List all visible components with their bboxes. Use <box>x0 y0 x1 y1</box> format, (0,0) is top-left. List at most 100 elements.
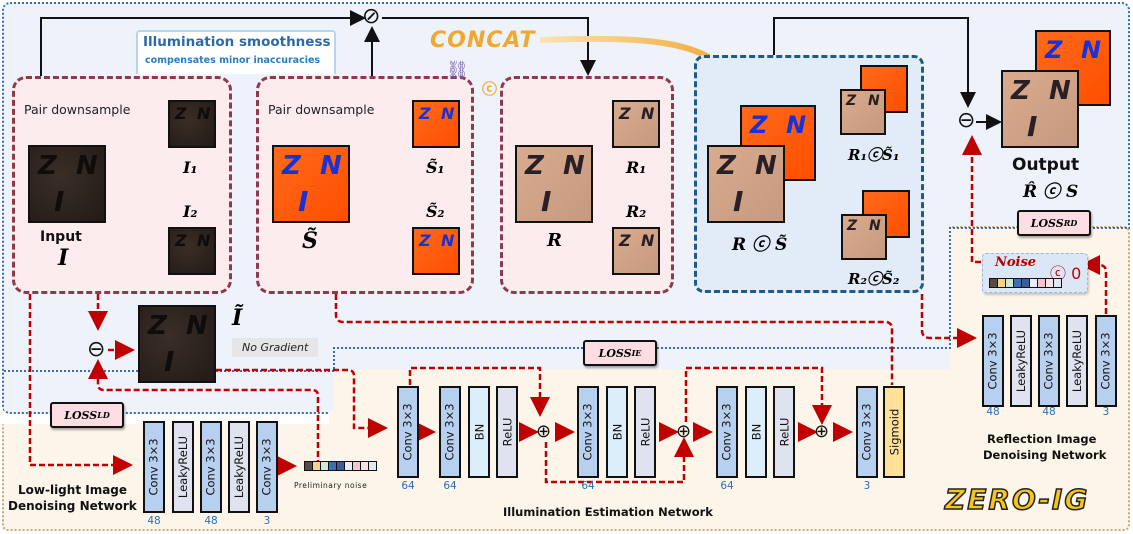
noise-swatch <box>1054 279 1061 287</box>
preliminary-noise-strip <box>304 461 377 471</box>
layer-channel-count: 64 <box>401 480 415 492</box>
reflection-layer-4: LeakyReLU <box>1066 315 1088 407</box>
concat-sub1-label: R₁ⓒS̃₁ <box>848 146 900 164</box>
add-operator-3-icon: ⊕ <box>814 421 830 442</box>
layer-label: Conv 3×3 <box>1099 332 1113 390</box>
layer-channel-count: 48 <box>1042 406 1056 418</box>
denoised-input-symbol: Ĩ <box>232 305 243 331</box>
layer-channel-count: 48 <box>204 515 218 527</box>
layer-label: LeakyReLU <box>1070 329 1084 393</box>
divide-operator-icon: ⊘ <box>362 4 381 29</box>
noise-swatch <box>329 462 337 470</box>
reflection-layer-1: Conv 3×3 <box>982 315 1004 407</box>
noise-swatch <box>1038 279 1046 287</box>
noise-swatch <box>1030 279 1038 287</box>
layer-label: Conv 3×3 <box>986 332 1000 390</box>
layer-label: BN <box>749 423 763 441</box>
illum-sub1-label: S̃₁ <box>426 158 445 177</box>
layer-label: BN <box>610 423 624 441</box>
layer-label: Conv 3×3 <box>1042 332 1056 390</box>
illumination-layer-10: ReLU <box>773 386 795 478</box>
reflection-sub2-label: R₂ <box>626 202 647 221</box>
input-symbol: I <box>58 245 69 271</box>
layer-label: BN <box>472 423 486 441</box>
add-operator-1-icon: ⊕ <box>536 421 552 442</box>
input-label: Input <box>40 229 82 245</box>
illumination-layer-4: ReLU <box>496 386 518 478</box>
reflection-sub1-label: R₁ <box>626 158 647 177</box>
layer-label: Conv 3×3 <box>720 403 734 461</box>
layer-channel-count: 64 <box>720 480 734 492</box>
noise-swatch <box>1014 279 1022 287</box>
reflection-network-name-line1: Reflection Image <box>987 432 1097 446</box>
lowlight-layer-3: Conv 3×3 <box>200 421 222 513</box>
noise-swatch <box>369 462 376 470</box>
layer-channel-count: 64 <box>443 480 457 492</box>
noise-label: Noise <box>995 255 1037 270</box>
concat-operator-icon: ⓒ <box>482 80 498 98</box>
layer-label: Conv 3×3 <box>260 438 274 496</box>
noise-swatch <box>990 279 998 287</box>
layer-label: Conv 3×3 <box>581 403 595 461</box>
layer-label: Conv 3×3 <box>860 403 874 461</box>
illumination-layer-9: BN <box>745 386 767 478</box>
illumination-layer-3: BN <box>468 386 490 478</box>
noise-swatch <box>361 462 369 470</box>
layer-label: LeakyReLU <box>232 435 246 499</box>
concat-main-label: R ⓒ S̃ <box>732 235 788 255</box>
reflection-symbol: R <box>547 230 562 251</box>
layer-label: Conv 3×3 <box>204 438 218 496</box>
input-sub1-label: I₁ <box>183 158 198 177</box>
reflection-layer-3: Conv 3×3 <box>1038 315 1060 407</box>
input-sub2-label: I₂ <box>183 202 198 221</box>
add-operator-2-icon: ⊕ <box>676 421 692 442</box>
noise-swatch <box>1046 279 1054 287</box>
illumination-network-name: Illumination Estimation Network <box>503 505 713 519</box>
smoothness-subtitle: compensates minor inaccuracies <box>145 55 321 66</box>
lowlight-layer-2: LeakyReLU <box>172 421 194 513</box>
reflection-network-name-line2: Denoising Network <box>983 448 1107 462</box>
subtract-operator-left-icon: ⊖ <box>87 337 106 362</box>
lowlight-layer-1: Conv 3×3 <box>143 421 165 513</box>
subtract-operator-icon: ⊖ <box>957 108 976 133</box>
top-arrow-to-divide <box>40 10 366 76</box>
noise-swatch <box>321 462 329 470</box>
layer-channel-count: 64 <box>581 480 595 492</box>
layer-label: Sigmoid <box>887 408 901 456</box>
illum-block-heading: Pair downsample <box>268 102 375 117</box>
noise-swatch <box>313 462 321 470</box>
illumination-layer-12: Sigmoid <box>883 386 905 478</box>
layer-label: Conv 3×3 <box>401 403 415 461</box>
lowlight-network-name-line2: Denoising Network <box>8 499 137 513</box>
output-formula: R̂ ⓒ S <box>1023 182 1079 202</box>
zero-ig-title: ZERO-IG <box>944 482 1090 517</box>
layer-label: Conv 3×3 <box>443 403 457 461</box>
layer-channel-count: 48 <box>147 515 161 527</box>
arrow-divide-to-r <box>382 17 596 76</box>
layer-label: LeakyReLU <box>1014 329 1028 393</box>
illumination-layer-7: ReLU <box>634 386 656 478</box>
reflection-layer-5: Conv 3×3 <box>1095 315 1117 407</box>
noise-swatch <box>353 462 361 470</box>
smoothness-note <box>136 30 336 74</box>
layer-channel-count: 3 <box>263 515 271 527</box>
illumination-layer-11: Conv 3×3 <box>856 386 878 478</box>
layer-channel-count: 3 <box>863 480 871 492</box>
noise-swatch <box>1022 279 1030 287</box>
layer-label: ReLU <box>500 417 514 447</box>
concat-sub2-label: R₂ⓒS̃₂ <box>848 270 900 288</box>
input-block-heading: Pair downsample <box>24 102 131 117</box>
